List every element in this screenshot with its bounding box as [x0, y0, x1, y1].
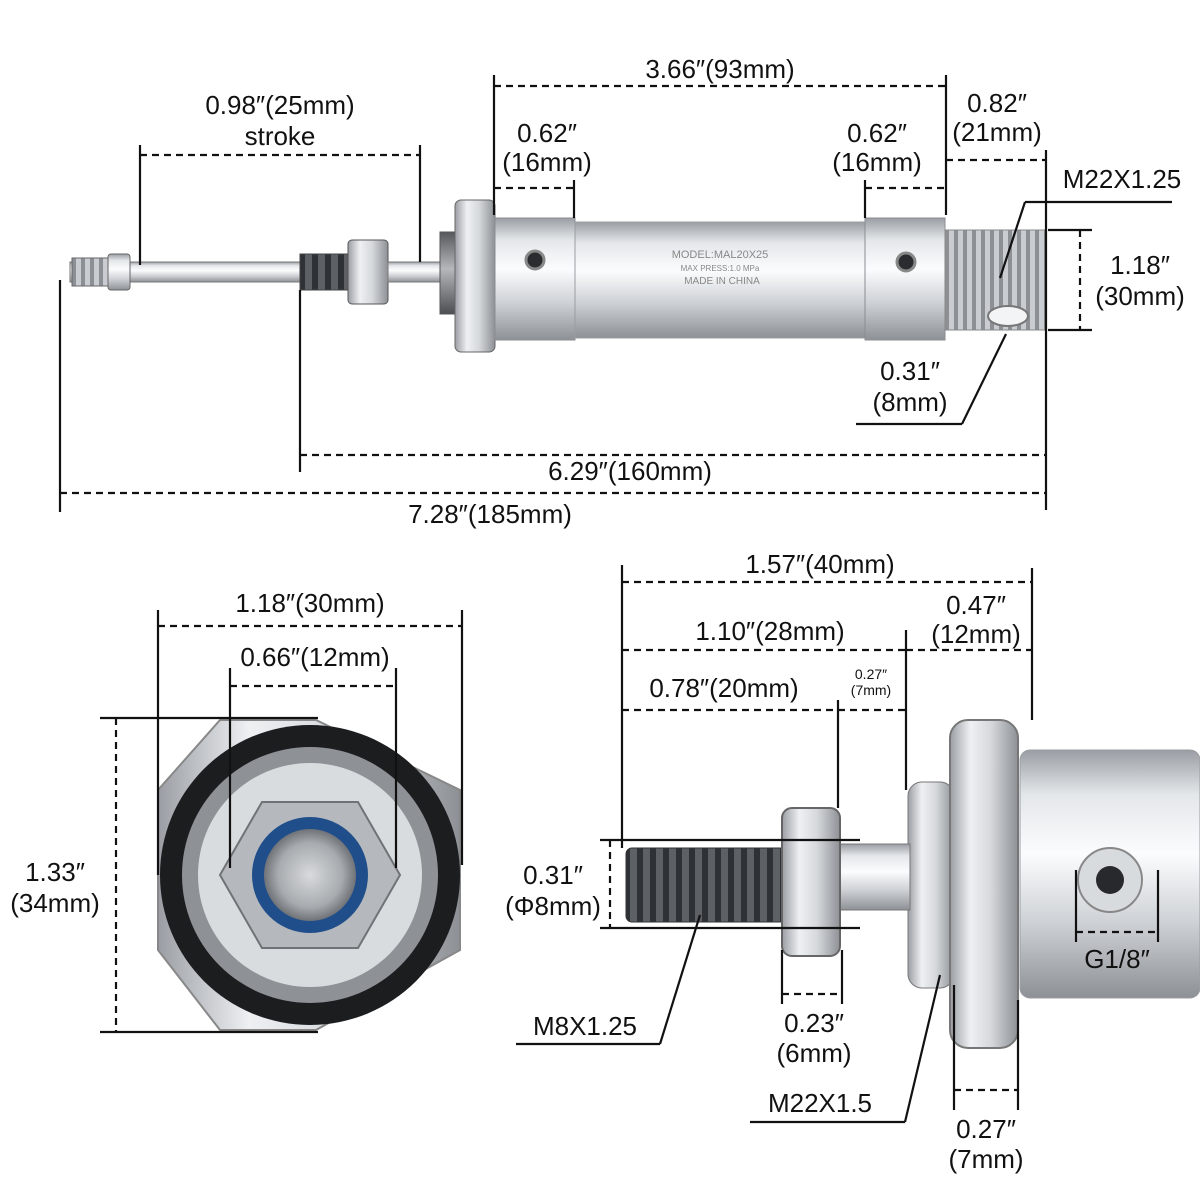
rod-thread — [299, 253, 353, 291]
body-length-label: 3.66″(93mm) — [645, 54, 795, 84]
rear-cap-label-1: 0.62″ — [847, 118, 907, 148]
stroke-dim-label: 0.98″(25mm) — [205, 90, 355, 120]
rear-thread-len-label-2: (21mm) — [952, 117, 1042, 147]
side-view: MODEL:MAL20X25 MAX PRESS:1.0 MPa MADE IN… — [58, 75, 1172, 512]
rear-cap-label-2: (16mm) — [832, 147, 922, 177]
rear-thread-spec-label: M22X1.25 — [1062, 164, 1182, 194]
hole-label-1: 0.31″ — [880, 356, 940, 386]
detail-rod-dia-label-2: (Φ8mm) — [505, 891, 601, 921]
hole-label-2: (8mm) — [872, 387, 948, 417]
detail-mount-thread — [907, 781, 955, 989]
detail-cap-thread-label: M22X1.5 — [767, 1088, 873, 1118]
detail-hex-label-1: 0.27″ — [956, 1114, 1016, 1144]
diameter-label-1: 1.18″ — [1110, 250, 1170, 280]
detail-hex-label-2: (7mm) — [948, 1144, 1024, 1174]
end-view — [100, 610, 464, 1034]
pressure-text: MAX PRESS:1.0 MPa — [681, 264, 760, 273]
diameter-label-2: (30mm) — [1095, 281, 1185, 311]
detail-hex-nut — [949, 719, 1019, 1049]
detail-collar-label-2: (12mm) — [931, 619, 1021, 649]
rod-collar — [107, 253, 131, 291]
detail-total-label: 1.57″(40mm) — [745, 549, 895, 579]
end-hex-label-2: (34mm) — [10, 888, 100, 918]
front-cap-label-2: (16mm) — [502, 147, 592, 177]
detail-thread-len-label: 0.78″(20mm) — [649, 673, 799, 703]
end-inner-width-label: 0.66″(12mm) — [240, 642, 390, 672]
front-end-cap — [494, 217, 576, 341]
end-outer-width-label: 1.18″(30mm) — [235, 588, 385, 618]
front-port — [524, 249, 546, 271]
cylinder-barrel — [574, 221, 866, 339]
front-cap-label-1: 0.62″ — [517, 118, 577, 148]
detail-collar-label-1: 0.47″ — [946, 590, 1006, 620]
rod-nut — [347, 239, 389, 305]
end-hex-label-1: 1.33″ — [25, 857, 85, 887]
rear-port — [895, 251, 917, 273]
rod-tip-thread — [71, 257, 113, 287]
length-from-nut-label: 6.29″(160mm) — [548, 456, 712, 486]
detail-rod-dia-label-1: 0.31″ — [523, 860, 583, 890]
detail-rod-thread-label: M8X1.25 — [532, 1011, 638, 1041]
detail-rod-nut — [781, 807, 841, 957]
detail-rod-thread — [625, 847, 787, 923]
detail-gap-label-2: (7mm) — [850, 682, 892, 698]
detail-nut-label-1: 0.23″ — [784, 1008, 844, 1038]
front-hex-nut — [454, 199, 496, 353]
detail-gap-label-1: 0.27″ — [854, 666, 888, 682]
detail-to-cap-label: 1.10″(28mm) — [695, 616, 845, 646]
rod-shaft-front — [387, 261, 441, 283]
detail-rod — [835, 843, 911, 911]
detail-port-label: G1/8″ — [1084, 944, 1150, 974]
model-text: MODEL:MAL20X25 — [672, 249, 769, 261]
detail-view — [516, 565, 1200, 1124]
rear-thread-len-label-1: 0.82″ — [967, 88, 1027, 118]
rear-end-cap — [864, 217, 946, 341]
stroke-word-label: stroke — [244, 121, 316, 151]
rod-end-face — [264, 829, 356, 921]
origin-text: MADE IN CHINA — [684, 276, 760, 287]
rear-pin-hole — [987, 305, 1029, 327]
overall-length-label: 7.28″(185mm) — [408, 499, 572, 529]
detail-port-hole — [1096, 866, 1124, 894]
detail-nut-label-2: (6mm) — [776, 1038, 852, 1068]
